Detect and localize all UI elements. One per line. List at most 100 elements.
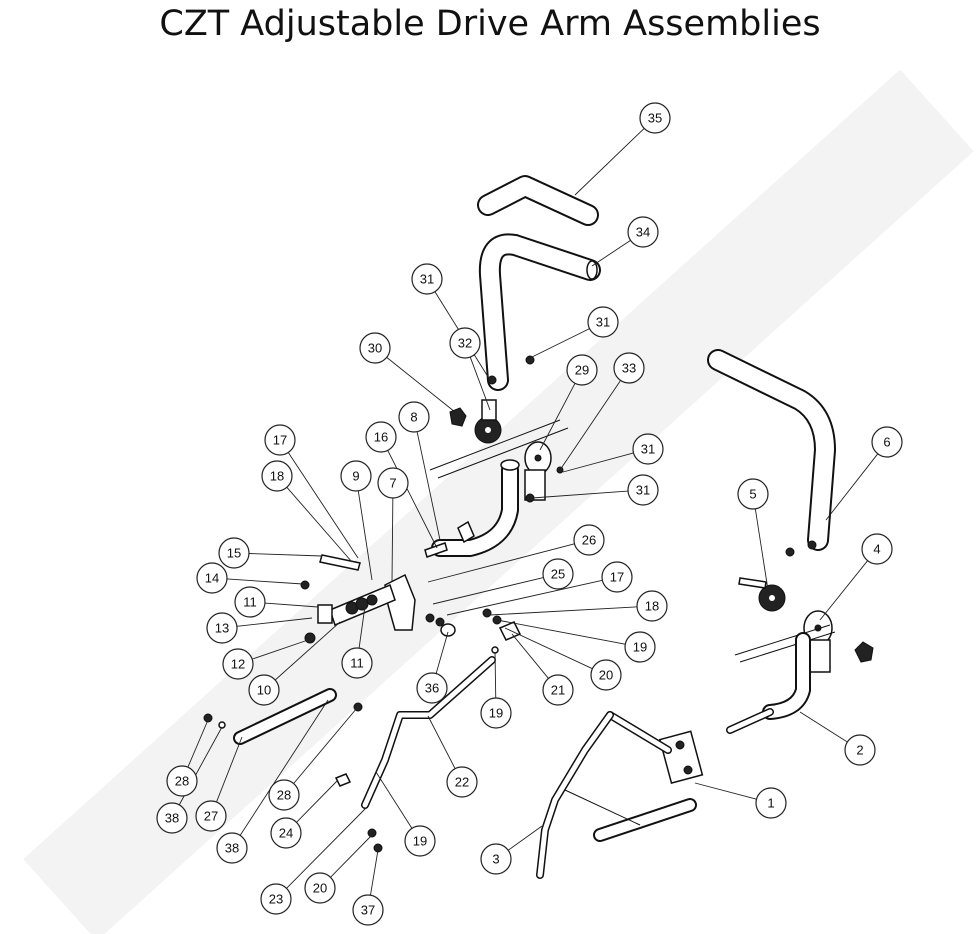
callout-part-26: 26 bbox=[573, 524, 605, 556]
callout-circle bbox=[195, 800, 227, 832]
leader-line bbox=[427, 715, 456, 769]
callout-part-11: 11 bbox=[234, 586, 266, 618]
part-small-hardware bbox=[425, 355, 564, 654]
callout-number: 27 bbox=[204, 809, 218, 824]
callout-part-2: 2 bbox=[844, 734, 876, 766]
leader-line bbox=[591, 239, 631, 267]
callout-part-28: 28 bbox=[268, 779, 300, 811]
callout-number: 15 bbox=[227, 546, 241, 561]
callout-number: 33 bbox=[622, 361, 636, 376]
part-pump-assembly-1 bbox=[536, 711, 704, 879]
leader-line bbox=[574, 128, 645, 196]
callout-number: 11 bbox=[243, 595, 257, 610]
callout-circle bbox=[248, 674, 280, 706]
callout-number: 14 bbox=[205, 571, 219, 586]
callout-part-29: 29 bbox=[566, 354, 598, 386]
callout-part-34: 34 bbox=[627, 216, 659, 248]
leader-line bbox=[825, 453, 879, 521]
leader-line bbox=[274, 621, 341, 681]
callout-circle bbox=[340, 460, 372, 492]
leader-line bbox=[529, 328, 590, 359]
part-grip-35 bbox=[477, 175, 599, 226]
callout-circle bbox=[613, 352, 645, 384]
callout-circle bbox=[260, 883, 292, 915]
callout-number: 17 bbox=[273, 433, 287, 448]
callout-number: 31 bbox=[636, 483, 650, 498]
callout-part-4: 4 bbox=[861, 533, 893, 565]
callout-number: 17 bbox=[610, 570, 624, 585]
leader-line bbox=[427, 543, 575, 583]
part-handle-34 bbox=[478, 233, 601, 391]
part-arm-8 bbox=[431, 459, 520, 557]
callout-circle bbox=[216, 832, 248, 864]
callout-circle bbox=[156, 802, 188, 834]
callout-number: 32 bbox=[458, 336, 472, 351]
callout-circle bbox=[398, 401, 430, 433]
leader-line bbox=[694, 782, 757, 800]
leader-line bbox=[375, 771, 413, 829]
callout-part-15: 15 bbox=[218, 537, 250, 569]
leader-line bbox=[226, 578, 304, 585]
callout-number: 31 bbox=[641, 442, 655, 457]
callout-circle bbox=[542, 558, 574, 590]
callout-part-31: 31 bbox=[627, 474, 659, 506]
callout-circle bbox=[234, 586, 266, 618]
callout-number: 37 bbox=[361, 903, 375, 918]
callout-circle bbox=[446, 766, 478, 798]
callout-number: 3 bbox=[492, 852, 499, 867]
callout-circle bbox=[264, 424, 296, 456]
leader-line bbox=[286, 807, 367, 889]
leader-line bbox=[370, 849, 379, 896]
callout-part-21: 21 bbox=[542, 674, 574, 706]
leader-line bbox=[489, 606, 638, 616]
callout-part-13: 13 bbox=[206, 612, 238, 644]
callout-number: 28 bbox=[277, 788, 291, 803]
leader-line bbox=[511, 633, 549, 679]
callout-number: 22 bbox=[455, 775, 469, 790]
callout-circle bbox=[737, 478, 769, 510]
callout-part-23: 23 bbox=[260, 883, 292, 915]
callout-number: 19 bbox=[413, 834, 427, 849]
leader-line bbox=[387, 450, 438, 549]
callout-circle bbox=[636, 590, 668, 622]
callout-number: 11 bbox=[350, 656, 364, 671]
callout-circle bbox=[411, 263, 443, 295]
leader-line bbox=[504, 627, 593, 670]
leader-line bbox=[287, 452, 359, 559]
callout-number: 29 bbox=[575, 363, 589, 378]
callout-number: 36 bbox=[425, 681, 439, 696]
part-handle-6 bbox=[707, 349, 836, 551]
callout-part-12: 12 bbox=[222, 648, 254, 680]
leader-line bbox=[236, 617, 313, 627]
callout-circle bbox=[566, 354, 598, 386]
callout-number: 16 bbox=[374, 430, 388, 445]
callout-number: 19 bbox=[489, 706, 503, 721]
callout-part-17: 17 bbox=[601, 561, 633, 593]
leader-line bbox=[531, 490, 629, 499]
leader-line bbox=[296, 779, 339, 823]
callout-circle bbox=[404, 825, 436, 857]
callout-number: 21 bbox=[551, 683, 565, 698]
callout-part-37: 37 bbox=[352, 894, 384, 926]
callout-circle bbox=[632, 433, 664, 465]
leader-line bbox=[330, 834, 373, 878]
callout-circle bbox=[480, 843, 512, 875]
callout-number: 19 bbox=[633, 640, 647, 655]
leader-line bbox=[252, 639, 309, 660]
leader-line bbox=[416, 431, 441, 541]
callout-circle bbox=[270, 817, 302, 849]
callout-circle bbox=[416, 672, 448, 704]
callout-part-38: 38 bbox=[156, 802, 188, 834]
callout-part-24: 24 bbox=[270, 817, 302, 849]
callout-circle bbox=[352, 894, 384, 926]
callout-circle bbox=[480, 697, 512, 729]
callout-circle bbox=[222, 648, 254, 680]
leader-line bbox=[819, 560, 868, 621]
callout-circle bbox=[590, 659, 622, 691]
callout-number: 30 bbox=[368, 341, 382, 356]
callout-part-25: 25 bbox=[542, 558, 574, 590]
callout-circle bbox=[206, 612, 238, 644]
leader-line bbox=[469, 356, 491, 411]
callout-part-6: 6 bbox=[871, 426, 903, 458]
